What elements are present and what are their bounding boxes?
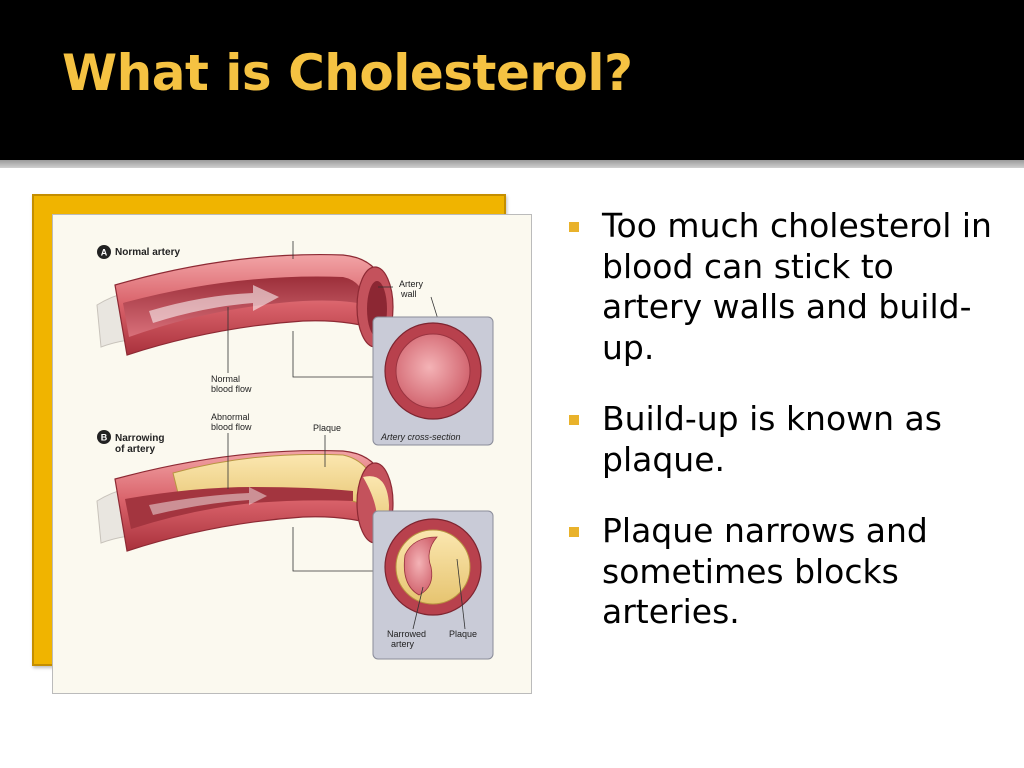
panel-b-label-1: Narrowing <box>115 433 164 444</box>
panel-a-label: Normal artery <box>115 247 180 258</box>
bullet-item: Build-up is known as plaque. <box>566 399 996 480</box>
artery-wall-label-1: Artery <box>399 279 424 289</box>
narrowed-label-1: Narrowed <box>387 629 426 639</box>
narrowed-lumen <box>403 536 438 596</box>
panel-a-letter: A <box>101 248 108 258</box>
normal-flow-arrow <box>149 285 279 323</box>
bullet-item: Plaque narrows and sometimes blocks arte… <box>566 511 996 633</box>
leader-to-cross-a <box>292 331 375 378</box>
narrowed-label-2: artery <box>391 639 415 649</box>
panel-a: A Normal artery Artery wall Normal blood… <box>96 241 494 446</box>
abnormal-flow-label-1: Abnormal <box>211 412 250 422</box>
plaque-label-2: Plaque <box>449 629 477 639</box>
abnormal-flow-label-2: blood flow <box>211 422 252 432</box>
title-divider <box>0 160 1024 168</box>
leader-narrowed <box>412 586 424 630</box>
bullet-text: Build-up is known as plaque. <box>602 399 942 479</box>
plaque-label: Plaque <box>313 423 341 433</box>
bullet-text: Plaque narrows and sometimes blocks arte… <box>602 511 928 631</box>
artery-diagram: A Normal artery Artery wall Normal blood… <box>96 241 494 660</box>
bullet-text: Too much cholesterol in blood can stick … <box>602 206 992 367</box>
bullet-list: Too much cholesterol in blood can stick … <box>566 206 996 664</box>
panel-b-label-2: of artery <box>115 444 155 455</box>
square-bullet-icon <box>569 415 579 425</box>
panel-a-badge <box>97 245 111 259</box>
cross-section-lumen-a <box>395 333 471 409</box>
leader-to-cross-b <box>292 527 375 572</box>
title-divider-highlight <box>0 168 1024 170</box>
square-bullet-icon <box>569 527 579 537</box>
artery-illustration: A Normal artery Artery wall Normal blood… <box>52 214 532 694</box>
panel-b-badge <box>97 430 111 444</box>
panel-b: B Narrowing of artery Abnormal blood flo… <box>96 412 494 660</box>
cross-section-label: Artery cross-section <box>380 432 461 442</box>
panel-b-letter: B <box>101 433 108 443</box>
square-bullet-icon <box>569 222 579 232</box>
slide-title: What is Cholesterol? <box>62 44 633 102</box>
leader-plaque-cross <box>456 558 466 630</box>
normal-flow-label-2: blood flow <box>211 384 252 394</box>
artery-wall-label-2: wall <box>400 289 417 299</box>
artery-lumen-a <box>123 276 367 337</box>
normal-flow-label-1: Normal <box>211 374 240 384</box>
artery-lumen-b <box>125 487 353 529</box>
abnormal-flow-arrow <box>149 487 267 515</box>
title-bar: What is Cholesterol? <box>0 0 1024 160</box>
bullet-item: Too much cholesterol in blood can stick … <box>566 206 996 368</box>
